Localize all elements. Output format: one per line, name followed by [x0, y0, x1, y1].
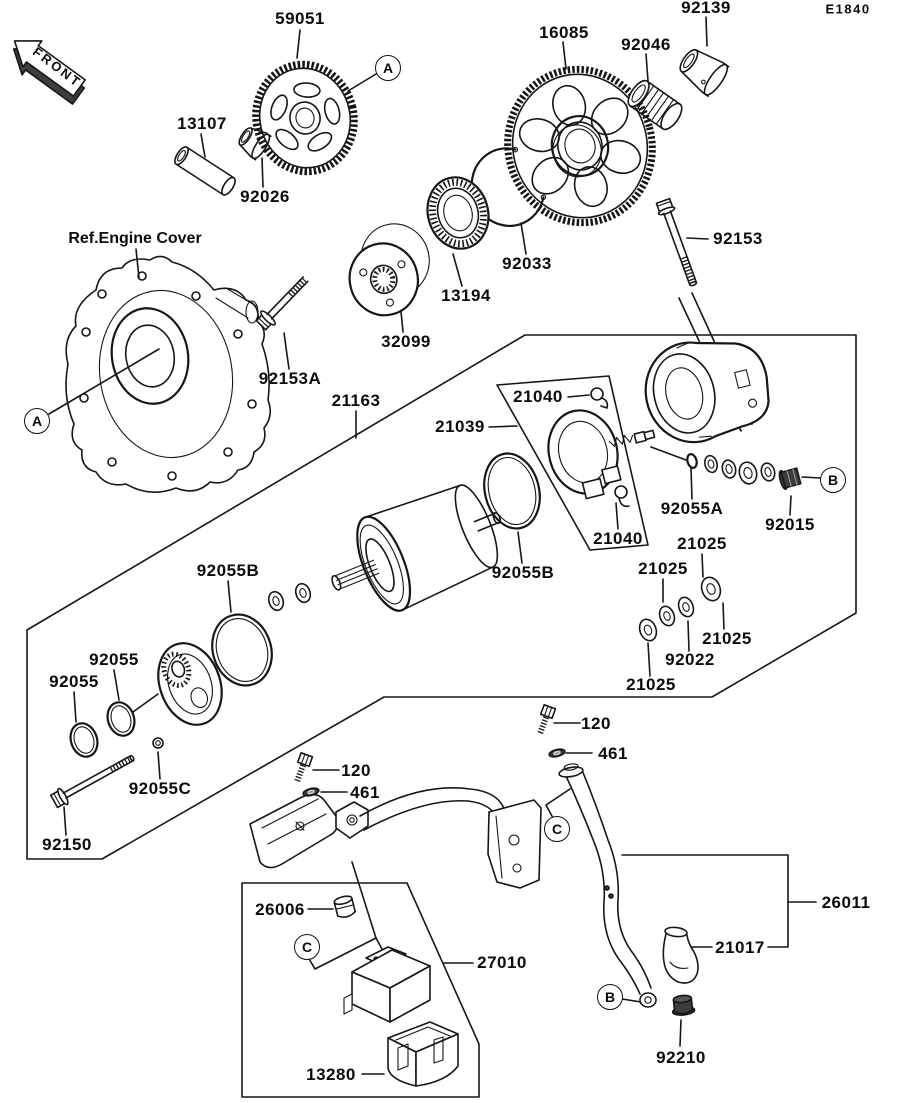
bolt-92150 [49, 754, 135, 809]
part-label-ref-engine-cover: Ref.Engine Cover [68, 230, 202, 247]
part-label-92055b-l: 92055B [196, 561, 260, 580]
oring-92055a [686, 453, 698, 469]
oring-92055-2 [69, 722, 99, 758]
part-label-92033: 92033 [502, 254, 552, 273]
part-label-27010: 27010 [477, 953, 527, 972]
part-label-92055b-r: 92055B [491, 563, 555, 582]
assembly-outline-21163 [26, 334, 857, 860]
bolt-92153 [655, 197, 698, 287]
washer-stack [704, 454, 776, 485]
part-label-e1840: E1840 [825, 1, 871, 17]
part-label-92150: 92150 [42, 835, 92, 854]
reference-badge-c-left: C [294, 934, 320, 960]
part-label-92026: 92026 [240, 187, 290, 206]
part-label-92022: 92022 [665, 650, 715, 669]
part-label-26006: 26006 [255, 900, 305, 919]
bracket-26011 [621, 854, 817, 948]
washers-21025-92022 [638, 576, 722, 642]
oring-92055b-left [211, 613, 273, 687]
bushing-92026 [238, 127, 272, 161]
rubber-boot-21017 [662, 926, 699, 984]
starter-end-cap [157, 642, 223, 726]
front-arrow [12, 40, 86, 105]
clutch-13194 [426, 176, 490, 250]
needle-bearing-92046 [627, 79, 683, 131]
engine-cover [65, 255, 272, 493]
starter-armature-21163 [331, 484, 502, 612]
bolt-92153a [255, 276, 309, 331]
part-label-92153a: 92153A [258, 369, 322, 388]
starter-relay-27010 [343, 946, 431, 1023]
conduit-pipe-26011 [558, 763, 657, 1008]
part-label-21040-b: 21040 [593, 529, 643, 548]
part-label-13280: 13280 [306, 1065, 356, 1084]
part-label-13194: 13194 [441, 286, 491, 305]
cable-bracket [487, 799, 542, 889]
part-label-21017: 21017 [715, 938, 765, 957]
reference-badge-b-bottom: B [597, 984, 623, 1010]
screw-120-left [294, 751, 314, 783]
assembly-outline-27010 [241, 882, 480, 1098]
brush-clip-21040-bottom [614, 485, 630, 508]
part-label-32099: 32099 [381, 332, 431, 351]
part-label-461-l: 461 [350, 783, 380, 802]
part-label-21025-b: 21025 [638, 559, 688, 578]
part-label-92055c: 92055C [128, 779, 192, 798]
part-label-26011: 26011 [821, 893, 871, 912]
washer-461-right [548, 748, 566, 758]
part-label-13107: 13107 [177, 114, 227, 133]
washer-461-left [302, 787, 320, 797]
part-label-21039: 21039 [435, 417, 485, 436]
assembly-outline-21039 [496, 375, 649, 551]
part-label-461-r: 461 [598, 744, 628, 763]
nut-92210 [671, 994, 696, 1016]
part-label-92153: 92153 [713, 229, 763, 248]
brush-26006 [333, 895, 356, 918]
part-label-92015: 92015 [765, 515, 815, 534]
part-label-21025-c: 21025 [702, 629, 752, 648]
part-label-92055-b: 92055 [49, 672, 99, 691]
part-label-92210: 92210 [656, 1048, 706, 1067]
thrust-washers [267, 582, 312, 612]
tube-13107 [174, 146, 236, 196]
part-label-92055a: 92055A [660, 499, 724, 518]
part-label-21025-d: 21025 [626, 675, 676, 694]
part-label-120-r: 120 [581, 714, 611, 733]
part-label-92055-a: 92055 [89, 650, 139, 669]
hub-32099 [348, 223, 430, 317]
starter-yoke-housing [644, 341, 770, 444]
reference-badge-c-right: C [544, 816, 570, 842]
part-label-21025-a: 21025 [677, 534, 727, 553]
screw-120-right [537, 703, 557, 735]
cable-terminal-boot [249, 793, 369, 869]
brush-plate-21039 [547, 409, 656, 500]
oring-92055c [152, 737, 164, 749]
relay-holder-13280 [387, 1021, 459, 1087]
part-label-92046: 92046 [621, 35, 671, 54]
nut-92015 [778, 467, 802, 491]
reference-badge-a-top: A [375, 55, 401, 81]
reference-badge-b-right: B [820, 467, 846, 493]
part-label-21163: 21163 [331, 391, 381, 410]
part-label-21040-a: 21040 [513, 387, 563, 406]
brush-clip-21040-top [590, 387, 609, 409]
part-label-92139: 92139 [681, 0, 731, 17]
bushing-92139 [679, 48, 730, 98]
part-label-16085: 16085 [539, 23, 589, 42]
oring-92055b-right [483, 452, 541, 530]
part-label-120-l: 120 [341, 761, 371, 780]
oring-92055-1 [106, 701, 136, 737]
part-label-59051: 59051 [275, 9, 325, 28]
reference-badge-a-left: A [24, 408, 50, 434]
